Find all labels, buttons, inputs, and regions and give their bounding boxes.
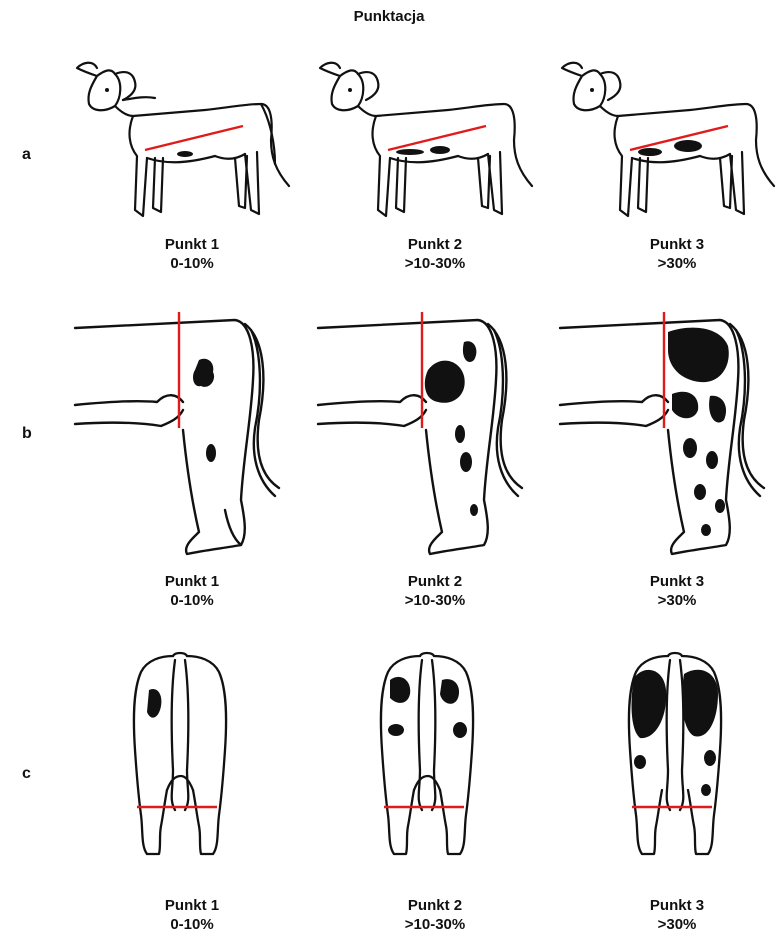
figure-title: Punktacja [0, 8, 778, 25]
rear-view-illustration-2 [372, 650, 482, 860]
rear-view-drawing [620, 650, 730, 860]
row-letter-b: b [22, 425, 32, 443]
point-label: Punkt 1 [112, 896, 272, 915]
point-label: Punkt 3 [597, 235, 757, 254]
point-label: Punkt 3 [597, 896, 757, 915]
point-label: Punkt 2 [355, 235, 515, 254]
score-label-a2: Punkt 2 >10-30% [355, 235, 515, 273]
range-label: >30% [597, 915, 757, 934]
calf-drawing [75, 60, 285, 230]
score-label-c2: Punkt 2 >10-30% [355, 896, 515, 934]
range-label: >10-30% [355, 915, 515, 934]
range-label: >10-30% [355, 254, 515, 273]
row-letter-a: a [22, 146, 31, 164]
score-label-a1: Punkt 1 0-10% [112, 235, 272, 273]
point-label: Punkt 1 [112, 235, 272, 254]
row-letter-c: c [22, 765, 31, 783]
point-label: Punkt 2 [355, 572, 515, 591]
point-label: Punkt 1 [112, 572, 272, 591]
score-label-b3: Punkt 3 >30% [597, 572, 757, 610]
rear-leg-illustration-3 [560, 310, 770, 560]
calf-side-illustration-2 [318, 60, 528, 230]
calf-drawing [318, 60, 528, 230]
rear-view-drawing [125, 650, 235, 860]
rear-view-illustration-1 [125, 650, 235, 860]
rear-leg-illustration-1 [75, 310, 285, 560]
calf-side-illustration-1 [75, 60, 285, 230]
point-label: Punkt 3 [597, 572, 757, 591]
range-label: 0-10% [112, 254, 272, 273]
rear-view-drawing [372, 650, 482, 860]
score-label-c3: Punkt 3 >30% [597, 896, 757, 934]
score-label-c1: Punkt 1 0-10% [112, 896, 272, 934]
score-label-b2: Punkt 2 >10-30% [355, 572, 515, 610]
rear-leg-illustration-2 [318, 310, 528, 560]
calf-side-illustration-3 [560, 60, 770, 230]
calf-drawing [560, 60, 770, 230]
rear-view-illustration-3 [620, 650, 730, 860]
score-label-b1: Punkt 1 0-10% [112, 572, 272, 610]
range-label: >30% [597, 254, 757, 273]
range-label: 0-10% [112, 591, 272, 610]
range-label: >30% [597, 591, 757, 610]
range-label: 0-10% [112, 915, 272, 934]
rear-leg-drawing [318, 310, 528, 560]
score-label-a3: Punkt 3 >30% [597, 235, 757, 273]
range-label: >10-30% [355, 591, 515, 610]
rear-leg-drawing [75, 310, 285, 560]
rear-leg-drawing [560, 310, 770, 560]
point-label: Punkt 2 [355, 896, 515, 915]
